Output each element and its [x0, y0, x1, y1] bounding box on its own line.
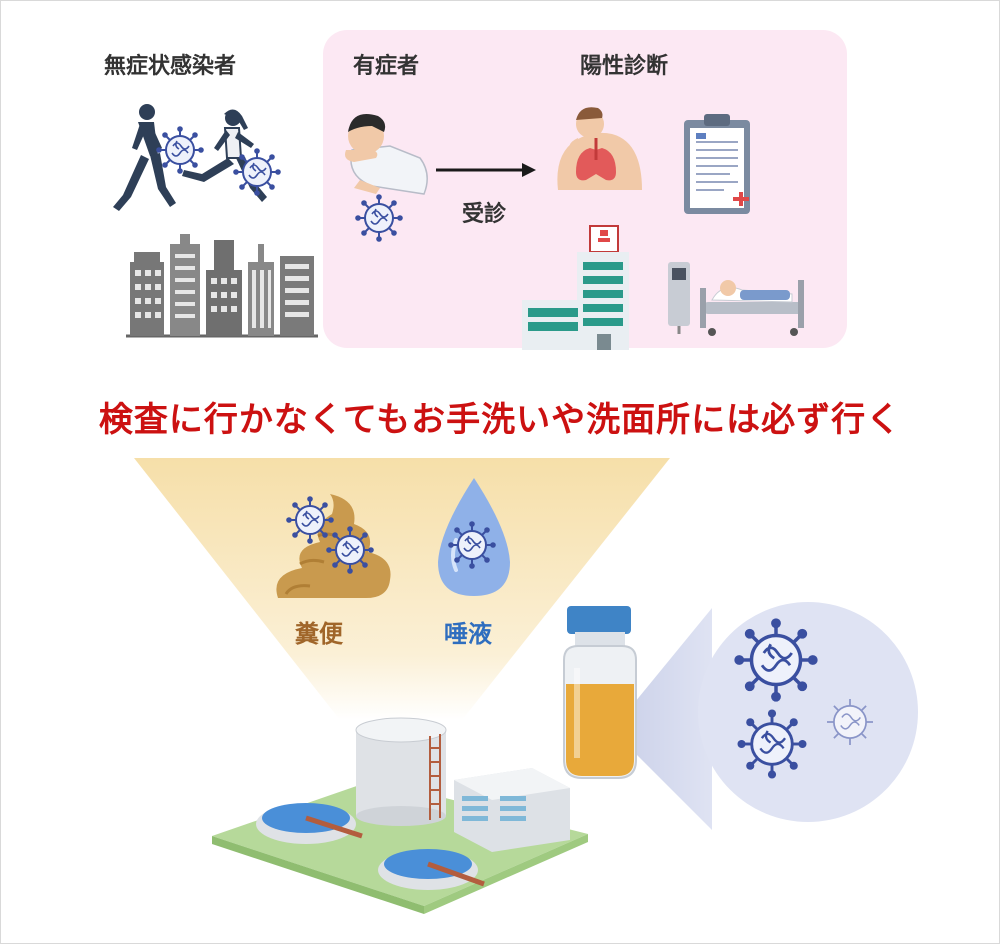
medical-chart-icon	[684, 114, 750, 214]
stool-label: 糞便	[295, 620, 343, 648]
asymptomatic-label: 無症状感染者	[104, 54, 237, 79]
virus-icon	[354, 193, 404, 243]
arrow-icon	[436, 163, 536, 177]
spotlight-funnel	[134, 458, 670, 720]
zoom-circle	[698, 602, 918, 822]
positive-diagnosis-label: 陽性診断	[580, 54, 669, 79]
hospital-building-icon	[522, 225, 629, 350]
consultation-label: 受診	[462, 202, 507, 227]
zoom-beam	[612, 608, 712, 830]
runner-man-icon	[113, 104, 176, 211]
virus-icon	[447, 520, 497, 570]
virus-icon	[325, 525, 375, 575]
hospital-bed-icon	[668, 262, 804, 336]
virus-icon	[732, 616, 820, 704]
headline: 検査に行かなくてもお手洗いや洗面所には必ず行く	[98, 400, 902, 440]
city-buildings-icon	[126, 234, 318, 338]
runner-woman-icon	[182, 109, 267, 202]
lungs-patient-icon	[557, 107, 642, 190]
saliva-label: 唾液	[444, 620, 492, 648]
virus-icon	[232, 147, 282, 197]
virus-icon	[826, 698, 874, 746]
virus-icon	[285, 495, 335, 545]
virus-icon	[155, 125, 205, 175]
virus-icon	[736, 708, 808, 780]
treatment-plant-icon	[212, 717, 588, 914]
coughing-person-icon	[345, 114, 428, 195]
sample-bottle-icon	[563, 606, 637, 779]
symptomatic-label: 有症者	[353, 54, 420, 79]
